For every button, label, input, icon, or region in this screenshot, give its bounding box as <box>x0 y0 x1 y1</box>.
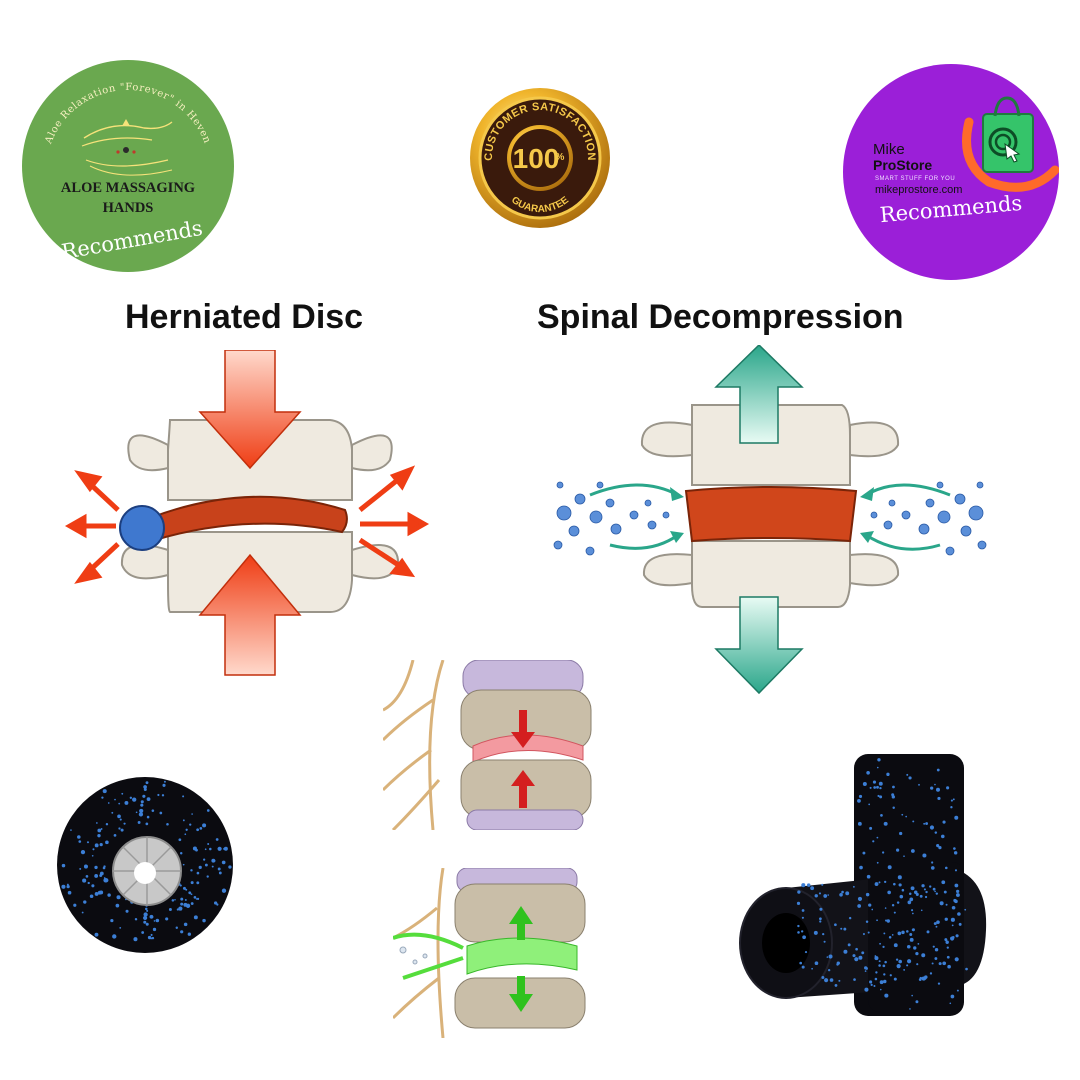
bulge-arrows-right <box>358 465 430 578</box>
green-arrow-down-icon <box>509 976 533 1012</box>
mike-url: mikeprostore.com <box>875 184 963 196</box>
mike-tagline: SMART STUFF FOR YOU <box>875 176 956 182</box>
red-arrow-up-icon <box>511 770 535 808</box>
bulge-arrows-left <box>64 470 120 584</box>
spinal-decompression-title: Spinal Decompression <box>537 298 904 336</box>
svg-text:Aloe Relaxation "Forever" in H: Aloe Relaxation "Forever" in Heven <box>43 82 213 146</box>
compression-arrow-up <box>198 553 302 676</box>
aloe-tagline: Aloe Relaxation "Forever" in Heven <box>43 82 212 146</box>
aloe-recommends-badge: Aloe Relaxation "Forever" in Heven ALOE … <box>22 60 234 272</box>
foam-roller-product <box>739 754 987 1016</box>
spine-decompression-photo <box>393 868 591 1038</box>
herniated-disc-illustration <box>64 350 430 676</box>
herniation-bulge <box>119 505 165 551</box>
spinal-decompression-illustration <box>553 345 987 695</box>
satisfaction-seal-icon: CUSTOMER SATISFACTION GUARANTEE 100 % <box>470 88 610 228</box>
compression-arrow-down <box>198 350 302 470</box>
decompressed-disc <box>684 486 858 543</box>
herniated-disc-title: Herniated Disc <box>125 298 364 336</box>
aloe-hands-logo-icon: Aloe Relaxation "Forever" in Heven <box>43 82 213 176</box>
seal-percent: % <box>556 152 565 163</box>
aloe-badge-title: ALOE MASSAGING HANDS <box>60 180 196 216</box>
fluid-bubbles <box>553 481 987 556</box>
compressed-disc <box>148 495 348 542</box>
red-arrow-down-icon <box>511 710 535 748</box>
green-arrow-up-icon <box>509 906 533 940</box>
upper-vertebra <box>167 419 353 501</box>
mike-brand-line1: Mike <box>873 141 905 158</box>
spine-compression-photo <box>383 660 605 830</box>
foam-roller-end-view <box>57 777 233 953</box>
mike-prostore-recommends-badge: Mike ProStore SMART STUFF FOR YOU mikepr… <box>843 64 1059 280</box>
mike-brand-line2: ProStore <box>873 157 933 173</box>
decompression-arrow-up <box>714 345 804 444</box>
decompression-arrow-down <box>714 596 804 695</box>
seal-number: 100 <box>513 143 560 174</box>
shopping-bag-logo-icon <box>962 96 1059 192</box>
